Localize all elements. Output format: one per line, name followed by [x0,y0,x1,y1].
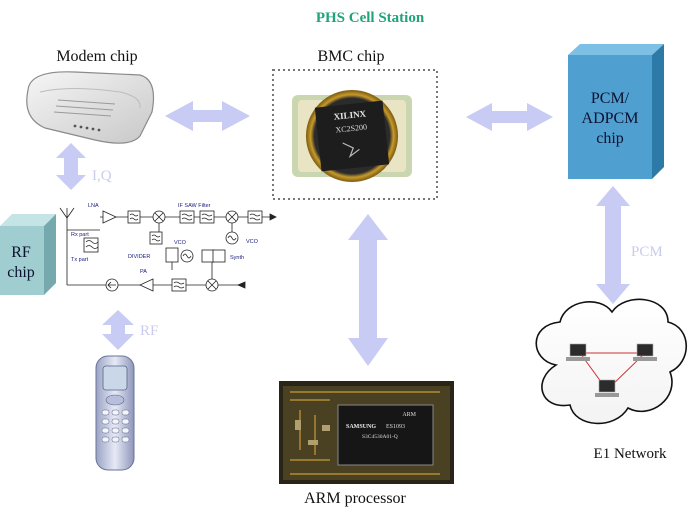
arrow-iq [56,143,86,190]
network-node-3 [595,379,619,397]
arrow-bmc-arm [348,214,388,366]
network-node-1 [566,343,590,361]
fpga-chip-photo: XILINX XC2S200 [292,90,412,182]
network-node-2 [633,343,657,361]
rf-vco-2: VCO [246,239,259,245]
arm-board-photo: ARM SAMSUNG ES1093 S3C4530A01-Q [279,381,454,484]
modem-label: Modem chip [56,48,137,65]
arm-label: ARM processor [304,490,406,507]
iq-label: I,Q [92,168,112,184]
rf-chip-line1: RF [11,244,31,261]
rf-rx-part: Rx part [71,232,89,238]
arm-chip-code: ES1093 [386,424,405,430]
e1-network-cloud [535,298,688,425]
arrow-pcm-e1 [596,186,630,304]
rf-chip-line2: chip [7,264,35,281]
arm-chip-part: S3C4530A01-Q [362,434,398,440]
rf-pa: PA [140,269,147,275]
rf-tx-part: Tx part [71,257,89,263]
fpga-part: XC2S200 [335,122,367,134]
bmc-label: BMC chip [317,48,384,65]
e1-label: E1 Network [594,446,667,462]
rf-divider: DIVIDER [128,254,150,260]
modem-device [26,71,155,144]
arm-mark: ARM [402,412,416,418]
pcm-label-line2: ADPCM [582,110,639,127]
mobile-phone [95,355,135,471]
rf-vco-1: VCO [174,240,187,246]
rf-schematic [59,207,277,292]
connection-arrows [56,101,630,366]
rf-synth: Synth [230,255,244,261]
pcm-label-line1: PCM/ [591,90,630,107]
arrow-modem-bmc [165,101,250,131]
pcm-link-label: PCM [631,244,663,260]
diagram-title: PHS Cell Station [316,10,425,26]
pcm-adpcm-box [568,44,664,179]
rf-chip-box [0,214,56,295]
arrow-rf [102,310,134,350]
rf-link-label: RF [140,323,158,339]
rf-if-saw: IF SAW Filter [178,203,211,209]
arm-chip-brand: SAMSUNG [346,424,376,430]
pcm-label-line3: chip [596,130,624,147]
rf-lna: LNA [88,203,99,209]
bmc-frame [272,69,438,200]
fpga-brand: XILINX [333,108,367,121]
arrow-bmc-pcm [466,103,553,131]
